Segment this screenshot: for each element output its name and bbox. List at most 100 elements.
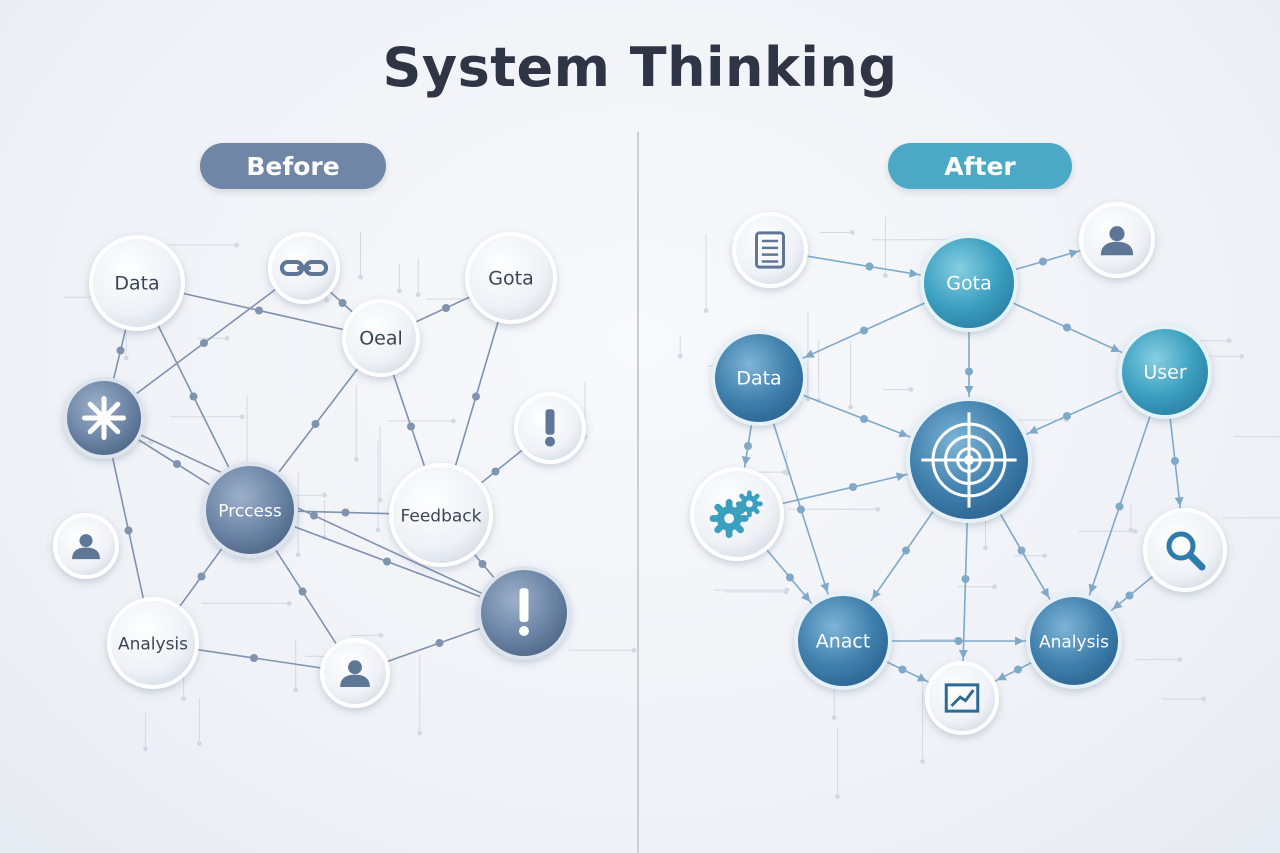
edge-joint: [189, 392, 198, 401]
edge-joint: [1171, 457, 1179, 465]
edge-joint: [1063, 412, 1071, 420]
edge-joint: [298, 587, 307, 596]
node-circle: [794, 592, 892, 690]
edge-joint: [744, 442, 752, 450]
user-icon: [1100, 226, 1134, 256]
edge-arrowhead: [898, 428, 909, 438]
node-a-doc: [732, 212, 808, 288]
node-a-chart: [925, 661, 999, 735]
edge-arrowhead: [1040, 587, 1049, 598]
node-label: Anact: [816, 631, 871, 653]
edge-joint: [786, 573, 794, 582]
node-b-link: [268, 232, 340, 304]
node-circle: [389, 463, 493, 567]
background-circuit-lines: [63, 216, 1280, 799]
edge-joint: [860, 415, 868, 423]
edge-arrowhead: [964, 386, 974, 395]
node-b-feedback: Feedback: [389, 463, 493, 567]
edge-joint: [383, 557, 391, 566]
node-b-data: Data: [89, 235, 185, 331]
edge-joint: [1014, 665, 1022, 674]
node-label: Gota: [488, 268, 533, 290]
edge-joint: [1017, 546, 1026, 555]
node-a-search: [1143, 508, 1227, 592]
edge-joint: [954, 637, 963, 645]
node-a-anact: Anact: [794, 592, 892, 690]
edge-joint: [1039, 257, 1047, 266]
edge-arrowhead: [958, 649, 968, 660]
section-divider: [637, 132, 639, 853]
exclamation-icon: [519, 588, 529, 636]
chain-link-icon: [279, 260, 329, 276]
node-b-person: [320, 638, 390, 708]
node-circle: [107, 597, 199, 689]
exclamation-icon: [545, 409, 555, 447]
edge-joint: [797, 505, 805, 514]
node-a-target: [906, 397, 1032, 523]
node-b-alert-dark: [477, 566, 571, 660]
edge-joint: [311, 420, 320, 428]
node-circle: [1118, 325, 1212, 419]
chart-icon: [944, 683, 980, 713]
node-b-oeal: Oeal: [342, 299, 420, 377]
node-label: Data: [114, 273, 159, 295]
node-a-analysis: Analysis: [1026, 593, 1122, 689]
edge-arrowhead: [1112, 600, 1123, 610]
edge-joint: [197, 572, 206, 581]
node-b-star: [63, 377, 145, 459]
after-label: After: [888, 143, 1072, 189]
edge-arrowhead: [1015, 636, 1024, 646]
edge-arrowhead: [820, 582, 830, 593]
node-label: Analysis: [1039, 633, 1109, 653]
node-a-user-icon: [1079, 202, 1155, 278]
node-b-analysis: Analysis: [107, 597, 199, 689]
edge-arrowhead: [895, 472, 906, 482]
node-b-user: [53, 513, 119, 579]
search-icon: [1166, 531, 1206, 571]
user-icon: [72, 534, 100, 560]
edge-joint: [1063, 323, 1071, 332]
edge-joint: [1125, 591, 1134, 600]
node-b-alert-light: [514, 392, 586, 464]
edge-arrowhead: [741, 456, 751, 466]
edge-joint: [442, 304, 450, 312]
edge-joint: [902, 546, 910, 555]
edge-joint: [200, 339, 208, 347]
edge-joint: [849, 483, 857, 491]
edge-joint: [491, 467, 500, 476]
edge-joint: [116, 346, 125, 355]
node-b-gota: Gota: [465, 232, 557, 324]
edge-joint: [898, 665, 907, 674]
node-a-data: Data: [711, 330, 807, 426]
target-icon: [921, 412, 1017, 508]
edge-arrowhead: [801, 592, 811, 602]
page-title: System Thinking: [382, 36, 898, 99]
edge-arrowhead: [996, 672, 1007, 681]
person-icon: [340, 660, 370, 688]
edge-joint: [173, 460, 181, 468]
node-label: User: [1143, 362, 1186, 384]
node-circle: [920, 234, 1018, 332]
edge-arrowhead: [804, 349, 815, 358]
node-circle: [202, 462, 298, 558]
edge-joint: [1115, 502, 1124, 511]
node-a-user: User: [1118, 325, 1212, 419]
edge-arrowhead: [1068, 249, 1079, 258]
edge-arrowhead: [872, 589, 881, 600]
edge-joint: [407, 422, 415, 431]
edge-arrowhead: [909, 268, 919, 278]
node-label: Oeal: [359, 328, 403, 350]
node-label: Gota: [946, 273, 991, 295]
edge-joint: [472, 392, 480, 401]
edge-joint: [435, 639, 444, 647]
edge-joint: [865, 262, 874, 271]
edge-joint: [860, 326, 868, 335]
node-circle: [89, 235, 185, 331]
edge-joint: [310, 511, 318, 520]
edge-joint: [961, 575, 970, 583]
node-label: Prccess: [218, 502, 282, 522]
node-a-gears: [690, 467, 784, 561]
node-label: Analysis: [118, 635, 188, 655]
